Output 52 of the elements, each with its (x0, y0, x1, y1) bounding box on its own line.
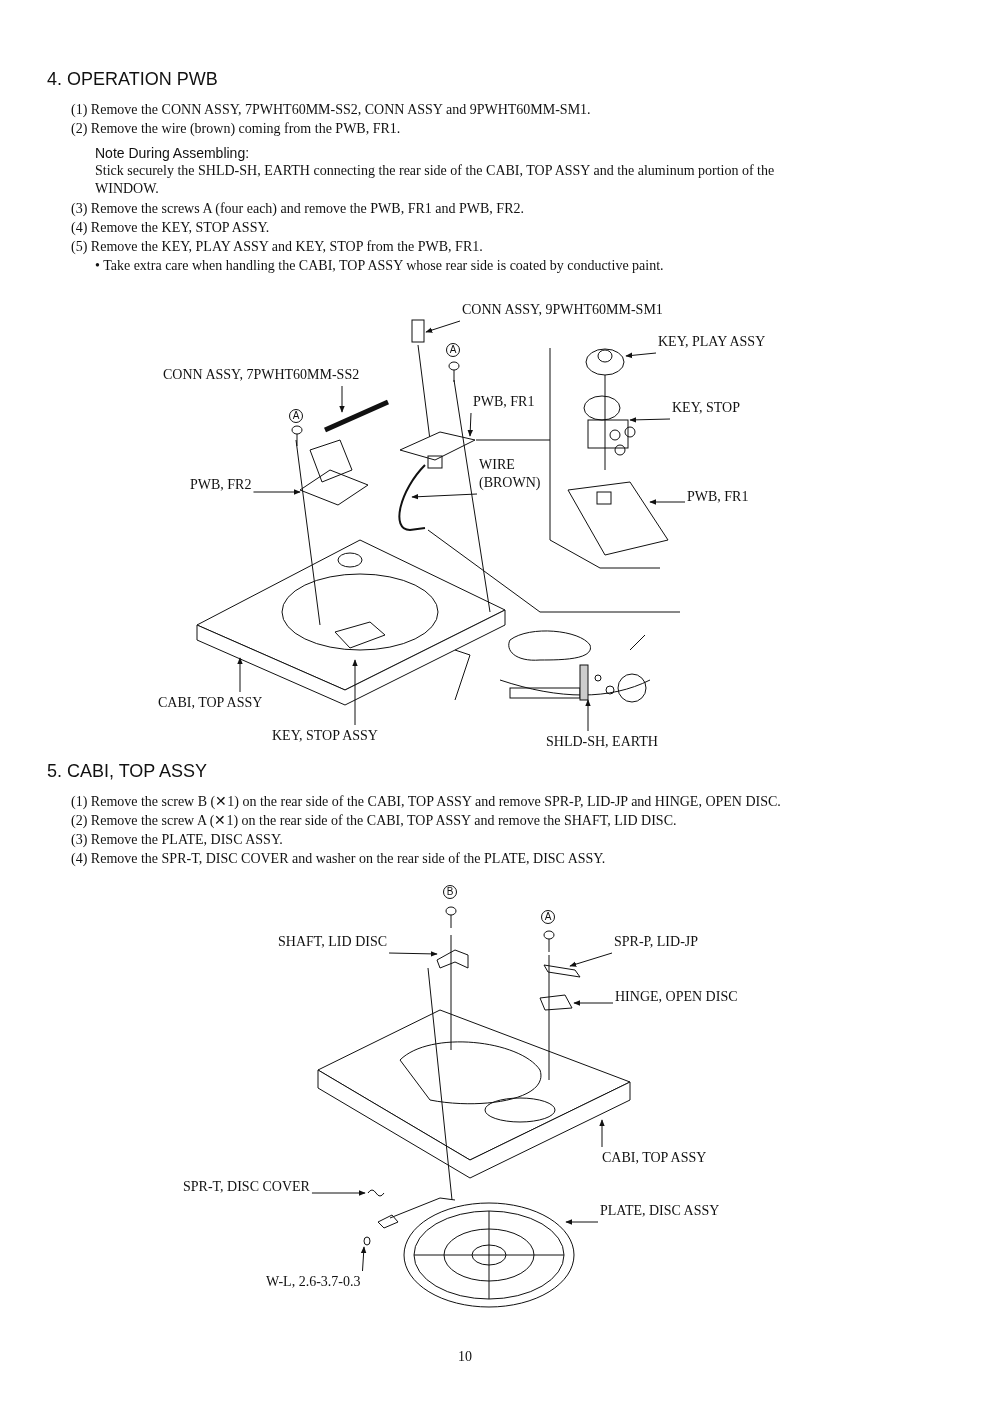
leader-line (629, 417, 671, 423)
part-label: HINGE, OPEN DISC (615, 988, 738, 1006)
leader-line (565, 1219, 599, 1225)
part-label: PWB, FR1 (687, 488, 749, 506)
leader-line (360, 1246, 367, 1272)
leader-line (625, 352, 657, 359)
leader-line (425, 320, 461, 333)
instruction-text: (2) Remove the wire (brown) coming from the PWB, FR1. (71, 120, 401, 138)
part-label: CABI, TOP ASSY (602, 1149, 707, 1167)
part-label: PLATE, DISC ASSY (600, 1202, 720, 1220)
leader-line (388, 951, 438, 957)
instruction-text: (4) Remove the KEY, STOP ASSY. (71, 219, 270, 237)
instruction-text: (4) Remove the SPR-T, DISC COVER and washer on the rear side of the PLATE, DISC ASSY. (71, 850, 606, 868)
part-label: CONN ASSY, 9PWHT60MM-SM1 (462, 301, 663, 319)
earth-strip (579, 664, 589, 701)
instruction-text: (5) Remove the KEY, PLAY ASSY and KEY, STOP from the PWB, FR1. (71, 238, 483, 256)
leader-line (573, 1000, 614, 1006)
note-heading: Note During Assembling: (95, 144, 250, 162)
part-label: W-L, 2.6-3.7-0.3 (266, 1273, 361, 1291)
part-label: KEY, STOP (672, 399, 740, 417)
page-number: 10 (458, 1348, 472, 1366)
leader-line (649, 499, 686, 505)
part-label: KEY, PLAY ASSY (658, 333, 766, 351)
instruction-text: (3) Remove the PLATE, DISC ASSY. (71, 831, 283, 849)
leader-line (569, 952, 613, 967)
part-label: SPR-T, DISC COVER (183, 1178, 310, 1196)
leader-line (352, 659, 358, 726)
leader-line (311, 1190, 366, 1196)
instruction-text: (1) Remove the CONN ASSY, 7PWHT60MM-SS2, CONN ASSY and 9PWHT60MM-SM1. (71, 101, 591, 119)
leader-line (411, 493, 478, 500)
leader-line (339, 385, 345, 413)
instruction-text: (3) Remove the screws A (four each) and remove the PWB, FR1 and PWB, FR2. (71, 200, 524, 218)
part-label: WIRE (BROWN) (479, 456, 545, 492)
leader-line (585, 699, 591, 732)
part-label: SHLD-SH, EARTH (546, 733, 658, 751)
section-heading: 4. OPERATION PWB (47, 70, 218, 88)
part-label: PWB, FR2 (190, 476, 252, 494)
instruction-text: (2) Remove the screw A (✕1) on the rear side of the CABI, TOP ASSY and remove the SHAFT, LID DISC. (71, 812, 677, 830)
part-label: SPR-P, LID-JP (614, 933, 699, 951)
note-text: Stick securely the SHLD-SH, EARTH connecting the rear side of the CABI, TOP ASSY and the aluminum portion of the WINDOW. (95, 162, 776, 198)
note-text: • Take extra care when handling the CABI, TOP ASSY whose rear side is coated by conductive paint. (95, 257, 664, 275)
part-label: KEY, STOP ASSY (272, 727, 378, 745)
instruction-text: (1) Remove the screw B (✕1) on the rear side of the CABI, TOP ASSY and remove SPR-P, LID-JP and HINGE, OPEN DISC. (71, 793, 781, 811)
part-label: SHAFT, LID DISC (278, 933, 388, 951)
leader-line (599, 1119, 605, 1148)
section-heading: 5. CABI, TOP ASSY (47, 762, 208, 780)
leader-line (252, 489, 301, 495)
leader-line (467, 412, 474, 437)
leader-line (237, 657, 243, 693)
part-label: PWB, FR1 (473, 393, 535, 411)
part-label: CABI, TOP ASSY (158, 694, 263, 712)
part-label: CONN ASSY, 7PWHT60MM-SS2 (163, 366, 360, 384)
